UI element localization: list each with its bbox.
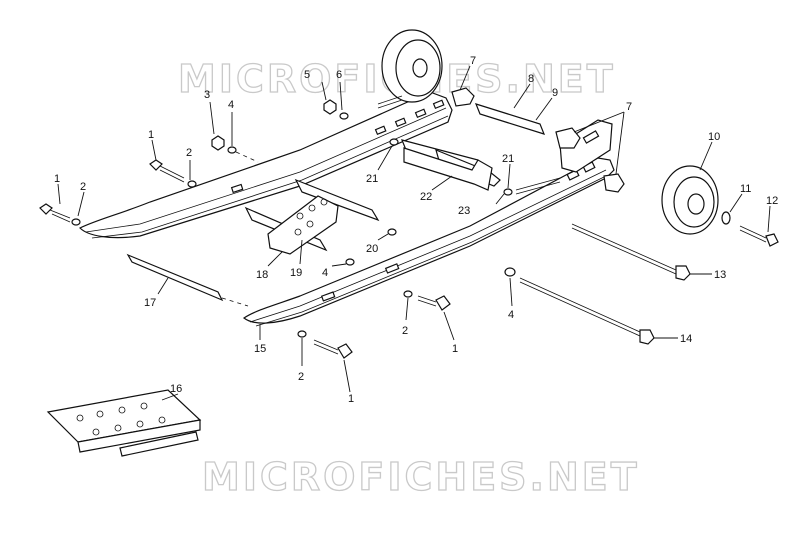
rear-bracket <box>403 147 493 191</box>
callout-4: 4 <box>228 99 234 111</box>
callout-4: 4 <box>508 309 514 321</box>
callout-2: 2 <box>186 147 192 159</box>
callout-5: 5 <box>304 69 310 81</box>
callout-1: 1 <box>148 129 154 141</box>
watermark-bottom: MICROFICHES.NET <box>202 455 640 499</box>
fasteners <box>39 87 625 359</box>
callout-11: 11 <box>740 183 751 195</box>
callout-3: 3 <box>204 89 210 101</box>
left-rail <box>78 91 453 239</box>
callout-2: 2 <box>298 371 304 383</box>
callout-20: 20 <box>366 243 378 255</box>
long-bolts <box>519 223 691 345</box>
leader-lines <box>57 65 771 401</box>
callout-2: 2 <box>80 181 86 193</box>
center-bracket <box>267 195 339 255</box>
callout-6: 6 <box>336 69 342 81</box>
callout-4: 4 <box>322 267 328 279</box>
callout-7: 7 <box>626 101 632 113</box>
callout-9: 9 <box>552 87 558 99</box>
callout-17: 17 <box>144 297 156 309</box>
callout-22: 22 <box>420 191 432 203</box>
callout-16: 16 <box>170 383 182 395</box>
upper-idler-wheel <box>381 29 443 103</box>
callout-14: 14 <box>680 333 692 345</box>
callout-1: 1 <box>54 173 60 185</box>
callout-8: 8 <box>528 73 534 85</box>
callout-2: 2 <box>402 325 408 337</box>
callout-10: 10 <box>708 131 720 143</box>
callout-18: 18 <box>256 269 268 281</box>
callout-21: 21 <box>366 173 378 185</box>
callout-19: 19 <box>290 267 302 279</box>
lower-idler-wheel <box>661 165 779 247</box>
callout-12: 12 <box>766 195 778 207</box>
callout-21: 21 <box>502 153 514 165</box>
right-rail <box>242 119 615 327</box>
callout-7: 7 <box>470 55 476 67</box>
callout-1: 1 <box>452 343 458 355</box>
callout-13: 13 <box>714 269 726 281</box>
wear-strip <box>46 389 202 457</box>
callout-1: 1 <box>348 393 354 405</box>
callouts: 1 1 1 1 2 2 2 2 3 4 4 4 5 6 7 7 8 9 10 1… <box>54 55 778 405</box>
callout-23: 23 <box>458 205 470 217</box>
callout-15: 15 <box>254 343 266 355</box>
